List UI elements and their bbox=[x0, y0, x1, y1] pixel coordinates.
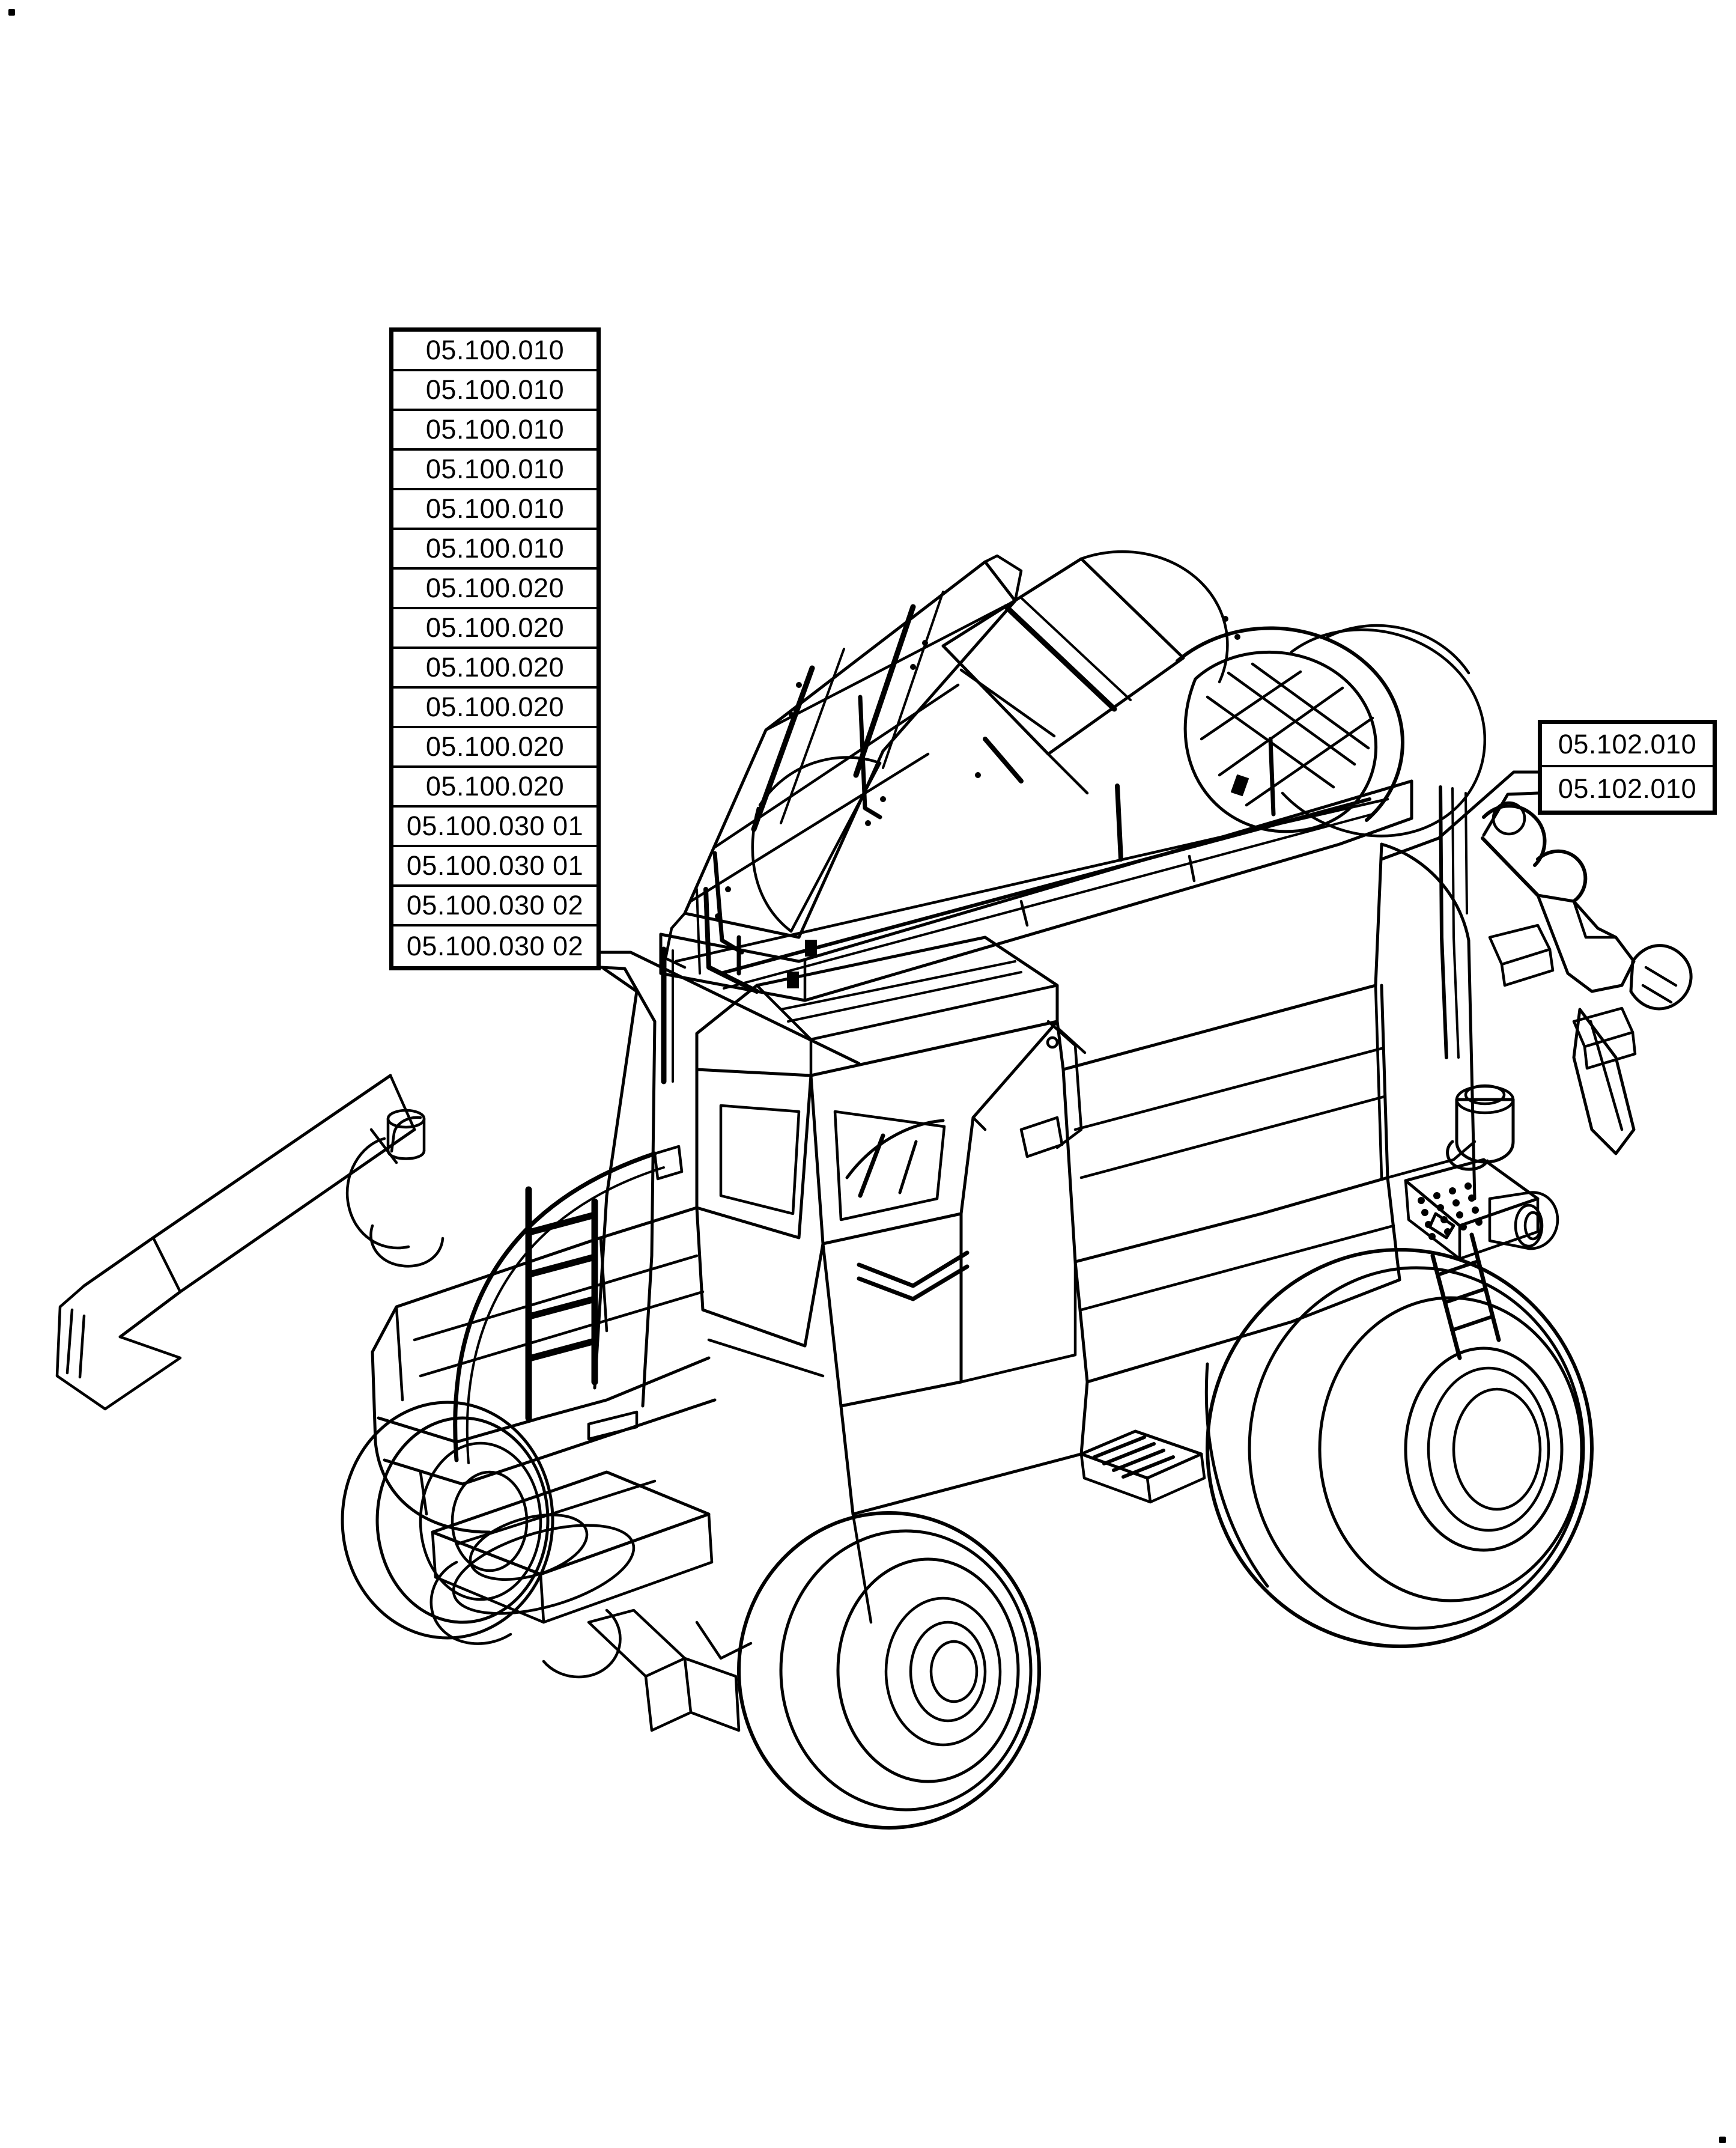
label-row[interactable]: 05.102.010 bbox=[1542, 767, 1713, 811]
front-nose-panel bbox=[377, 1356, 717, 1516]
label-row[interactable]: 05.100.020 bbox=[393, 689, 596, 728]
leader-line-5 bbox=[1380, 770, 1540, 861]
left-reference-code-table: 05.100.010 05.100.010 05.100.010 05.100.… bbox=[389, 327, 601, 970]
registration-mark-bottom-right bbox=[1719, 2137, 1726, 2143]
leader-line-4 bbox=[1482, 791, 1540, 837]
label-row[interactable]: 05.100.020 bbox=[393, 609, 596, 649]
label-row[interactable]: 05.100.030 02 bbox=[393, 926, 596, 966]
label-row[interactable]: 05.100.020 bbox=[393, 728, 596, 768]
cab-handrail bbox=[453, 1145, 684, 1464]
operator-cab bbox=[695, 936, 1087, 1246]
label-row[interactable]: 05.100.010 bbox=[393, 332, 596, 371]
label-row[interactable]: 05.100.030 01 bbox=[393, 847, 596, 887]
cover-latch-handle bbox=[1231, 774, 1249, 796]
leader-line-2 bbox=[599, 966, 657, 1408]
deck-fasteners bbox=[715, 616, 1240, 919]
label-row[interactable]: 05.100.030 02 bbox=[393, 887, 596, 926]
leader-line-1 bbox=[599, 951, 861, 1065]
front-tire-right bbox=[737, 1511, 1041, 1830]
side-step-plate bbox=[1079, 1429, 1206, 1504]
label-row[interactable]: 05.100.030 01 bbox=[393, 808, 596, 847]
grain-tank-round-lid-left bbox=[751, 756, 882, 933]
label-row[interactable]: 05.100.010 bbox=[393, 530, 596, 570]
label-row[interactable]: 05.100.020 bbox=[393, 649, 596, 689]
leader-line-3 bbox=[593, 967, 639, 1390]
label-row[interactable]: 05.100.010 bbox=[393, 411, 596, 451]
right-reference-code-table: 05.102.010 05.102.010 bbox=[1538, 720, 1717, 815]
unloading-auger-tube bbox=[55, 1074, 416, 1411]
rear-axle-hub bbox=[1488, 1191, 1559, 1250]
auger-pivot-head bbox=[345, 1109, 445, 1268]
label-row[interactable]: 05.102.010 bbox=[1542, 724, 1713, 767]
registration-mark-top-left bbox=[8, 9, 15, 16]
mirror-and-antenna-parts bbox=[1428, 785, 1693, 1240]
label-row[interactable]: 05.100.010 bbox=[393, 490, 596, 530]
label-row[interactable]: 05.100.010 bbox=[393, 371, 596, 411]
front-drive-cluster bbox=[429, 1514, 753, 1732]
drive-tire-right bbox=[1204, 1248, 1594, 1648]
label-row[interactable]: 05.100.020 bbox=[393, 570, 596, 609]
top-deck-rail bbox=[719, 797, 1374, 990]
label-row[interactable]: 05.100.020 bbox=[393, 768, 596, 808]
label-row[interactable]: 05.100.010 bbox=[393, 451, 596, 490]
